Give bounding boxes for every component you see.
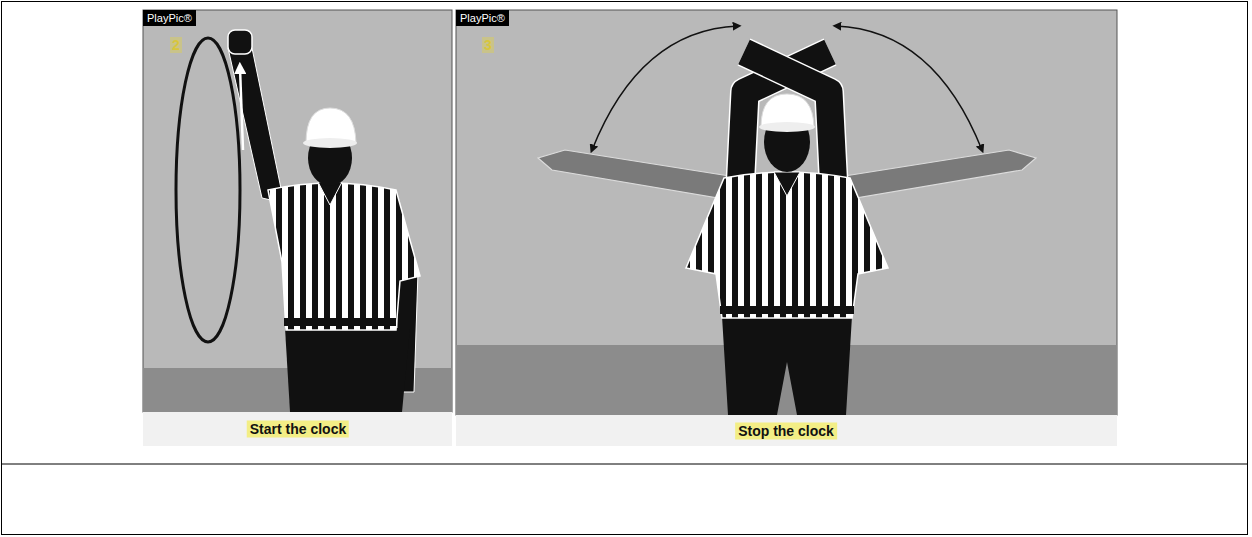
callout-number: 3 bbox=[482, 37, 494, 53]
belt bbox=[284, 318, 396, 326]
striped-shirt bbox=[268, 183, 420, 330]
rotation-loop bbox=[176, 38, 240, 342]
faded-arm bbox=[538, 150, 742, 202]
raised-arm bbox=[228, 48, 284, 203]
striped-shirt bbox=[686, 172, 888, 318]
signal-caption: Stop the clock bbox=[735, 423, 837, 440]
table-rule bbox=[2, 464, 1248, 465]
belt bbox=[720, 306, 854, 314]
pants bbox=[285, 328, 410, 412]
signal-caption: Start the clock bbox=[247, 421, 349, 438]
motion-arrow bbox=[240, 68, 243, 150]
motion-arrow bbox=[592, 26, 738, 150]
brand-badge: PlayPic® bbox=[143, 10, 196, 26]
stop-clock-panel bbox=[456, 10, 1117, 446]
brand-badge: PlayPic® bbox=[456, 10, 509, 26]
fist bbox=[228, 30, 252, 54]
start-clock-panel bbox=[143, 10, 452, 446]
crossed-arm bbox=[744, 52, 834, 192]
motion-arrow bbox=[836, 26, 982, 150]
pants bbox=[722, 316, 852, 415]
callout-number: 2 bbox=[170, 37, 182, 53]
faded-arm bbox=[832, 150, 1036, 202]
cap bbox=[306, 108, 356, 143]
